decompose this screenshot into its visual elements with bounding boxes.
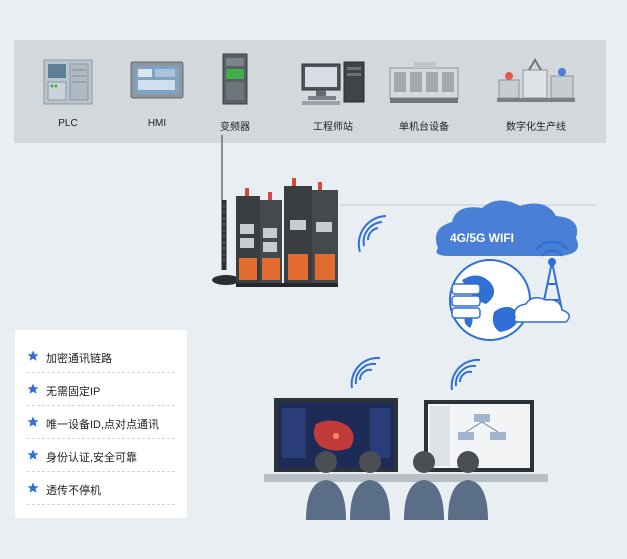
wifi-waves-icon	[350, 356, 481, 391]
device-production-line: 数字化生产线	[488, 40, 584, 143]
hmi-icon	[130, 61, 184, 99]
topology-monitor	[424, 400, 534, 472]
device-label: HMI	[147, 118, 167, 129]
workstation-icon	[301, 61, 365, 105]
antenna-icon	[212, 200, 240, 285]
server-stack-icon	[451, 283, 481, 319]
feature-text: 透传不停机	[46, 485, 101, 497]
feature-text: 唯一设备ID,点对点通讯	[46, 419, 160, 431]
desk	[264, 474, 548, 482]
device-label: PLC	[58, 118, 78, 129]
star-icon	[27, 350, 39, 361]
feature-text: 加密通讯链路	[46, 353, 112, 365]
star-icon	[27, 416, 39, 427]
star-icon	[27, 383, 39, 394]
operator-icon	[350, 451, 390, 520]
device-inverter: 变频器	[187, 40, 283, 143]
device-strip: PLC HMI 变频器	[14, 40, 606, 143]
operator-icon	[448, 451, 488, 520]
feature-item: 加密通讯链路	[27, 340, 175, 373]
wifi-waves-icon	[357, 215, 387, 253]
cloud-small-icon	[513, 297, 570, 323]
cloud-icon	[435, 200, 578, 256]
device-plc: PLC	[20, 40, 116, 143]
device-label: 单机台设备	[399, 122, 449, 133]
router-icon	[236, 178, 338, 287]
feature-item: 无需固定IP	[27, 373, 175, 406]
feature-text: 无需固定IP	[46, 386, 101, 398]
device-label: 数字化生产线	[506, 122, 566, 133]
feature-card: 加密通讯链路 无需固定IP 唯一设备ID,点对点通讯 身份认证,安全可靠 透传不…	[15, 330, 187, 518]
star-icon	[27, 482, 39, 493]
device-machine: 单机台设备	[376, 40, 472, 143]
feature-item: 透传不停机	[27, 472, 175, 505]
operator-icon	[404, 451, 444, 520]
device-label: 变频器	[220, 122, 250, 133]
production-line-icon	[497, 58, 575, 102]
cloud-label: 4G/5G WIFI	[450, 231, 515, 245]
feature-item: 唯一设备ID,点对点通讯	[27, 406, 175, 439]
machine-icon	[389, 62, 459, 103]
star-icon	[27, 449, 39, 460]
plc-icon	[43, 59, 93, 105]
inverter-icon	[222, 53, 248, 105]
feature-text: 身份认证,安全可靠	[46, 452, 138, 464]
feature-item: 身份认证,安全可靠	[27, 439, 175, 472]
operator-icon	[306, 451, 346, 520]
device-label: 工程师站	[313, 122, 353, 133]
device-hmi: HMI	[109, 40, 205, 143]
device-workstation: 工程师站	[285, 40, 381, 143]
